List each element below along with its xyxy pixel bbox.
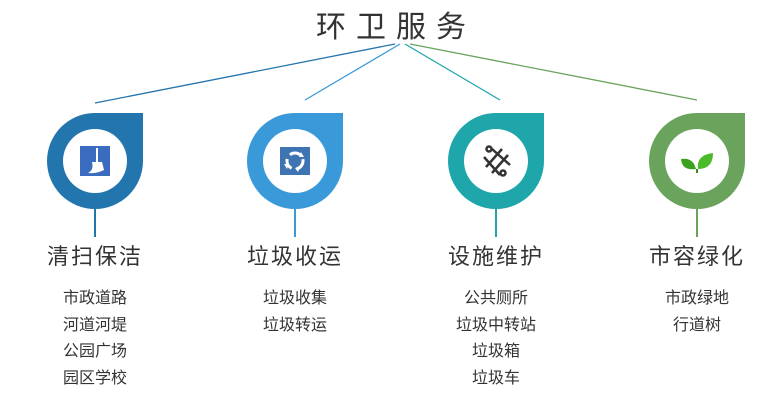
drop-badge [649, 113, 745, 209]
list-item: 垃圾箱 [471, 341, 520, 360]
tools-icon [483, 145, 511, 177]
connector-line [409, 43, 698, 101]
list-item: 垃圾中转站 [455, 314, 536, 334]
list-item: 公园广场 [62, 341, 127, 360]
list-item: 垃圾收集 [262, 288, 327, 307]
recycle-icon [280, 147, 310, 175]
leaf-icon [681, 153, 713, 173]
list-item: 公共厕所 [463, 288, 528, 307]
connector-line [404, 43, 501, 101]
drop-badge [247, 113, 343, 209]
category-label: 清扫保洁 [46, 245, 143, 270]
list-item: 垃圾车 [471, 367, 520, 387]
list-item: 行道树 [672, 314, 721, 334]
diagram-title: 环卫服务 [316, 10, 476, 45]
drop-badge [448, 113, 544, 209]
list-item: 园区学校 [62, 367, 127, 387]
category-greening: 市容绿化 市政绿地 行道树 [597, 113, 784, 338]
category-label: 市容绿化 [648, 245, 745, 270]
category-facilities: 设施维护 公共厕所 垃圾中转站 垃圾箱 垃圾车 [396, 113, 596, 391]
list-item: 市政绿地 [664, 288, 729, 307]
connector-line [94, 43, 396, 104]
category-cleaning: 清扫保洁 市政道路 河道河堤 公园广场 园区学校 [0, 113, 195, 391]
category-label: 垃圾收运 [246, 245, 343, 270]
list-item: 河道河堤 [62, 314, 127, 334]
list-item: 垃圾转运 [262, 314, 327, 334]
broom-icon [80, 146, 110, 176]
category-label: 设施维护 [447, 245, 544, 270]
list-item: 市政道路 [62, 288, 127, 307]
drop-badge [47, 113, 143, 209]
connector-line [304, 43, 401, 101]
category-collection: 垃圾收运 垃圾收集 垃圾转运 [195, 113, 395, 338]
